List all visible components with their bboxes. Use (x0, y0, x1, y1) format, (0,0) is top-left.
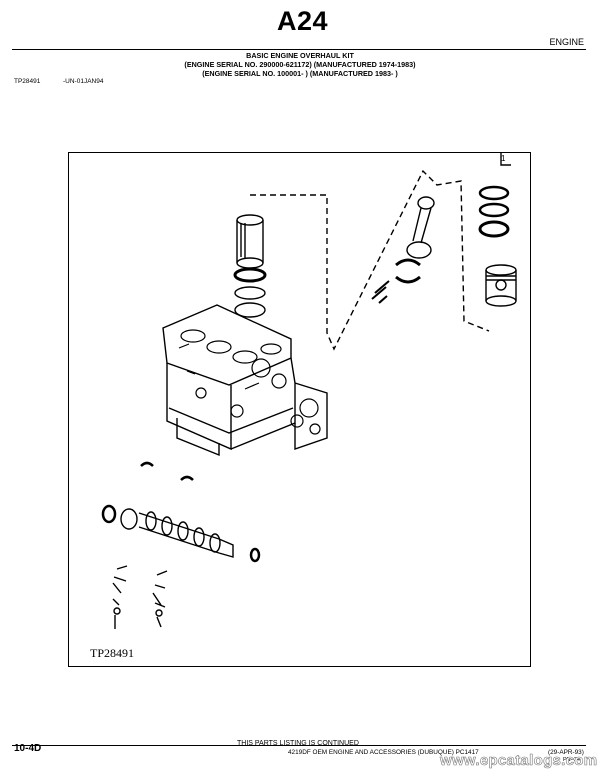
thrust-washer-set (112, 565, 128, 629)
illustration-ref-date: -UN-01JAN94 (63, 78, 104, 85)
illustration-frame: 1 (68, 152, 531, 667)
callout-leader (500, 153, 511, 166)
cylinder-liner (236, 214, 264, 269)
block-bores (178, 329, 321, 435)
header-rule (12, 49, 586, 50)
catalog-date: (29-APR-93) (548, 749, 584, 756)
kit-outline-dashed (250, 169, 490, 351)
o-ring (234, 286, 266, 300)
continued-notice: THIS PARTS LISTING IS CONTINUED (237, 740, 359, 747)
crankshaft (101, 504, 234, 558)
serial-range-1: (ENGINE SERIAL NO. 290000-621172) (MANUF… (184, 60, 416, 69)
illustration-ref: TP28491 (14, 78, 41, 85)
rod-cap (371, 280, 390, 304)
connecting-rod (406, 196, 435, 259)
crank-seal (249, 547, 261, 563)
piston-ring (478, 185, 510, 201)
page-code: A24 (277, 6, 329, 36)
rod-bearing (395, 258, 421, 267)
catalog-line: 4219DF OEM ENGINE AND ACCESSORIES (DUBUQ… (288, 749, 479, 756)
exploded-engine-diagram: 1 (101, 153, 517, 629)
valve-spring-set (152, 570, 168, 628)
section-label: ENGINE (549, 37, 584, 47)
piston (485, 264, 517, 307)
main-bearing (140, 461, 154, 467)
piston-ring (478, 202, 510, 218)
main-bearing (180, 475, 194, 481)
kit-title: BASIC ENGINE OVERHAUL KIT (246, 51, 354, 60)
watermark: www.epcatalogs.com (440, 752, 598, 770)
o-ring (234, 302, 266, 318)
piston-ring (478, 220, 510, 238)
page-number: 10-4D (14, 743, 42, 754)
rod-bearing (395, 275, 421, 284)
footer-rule (12, 745, 586, 746)
page-pn: PN=24 (563, 757, 580, 763)
serial-range-2: (ENGINE SERIAL NO. 100001- ) (MANUFACTUR… (202, 69, 398, 78)
callout-number: 1 (501, 154, 506, 163)
engine-block (162, 304, 328, 457)
figure-label: TP28491 (90, 646, 135, 660)
liner-seal-ring (233, 267, 267, 283)
